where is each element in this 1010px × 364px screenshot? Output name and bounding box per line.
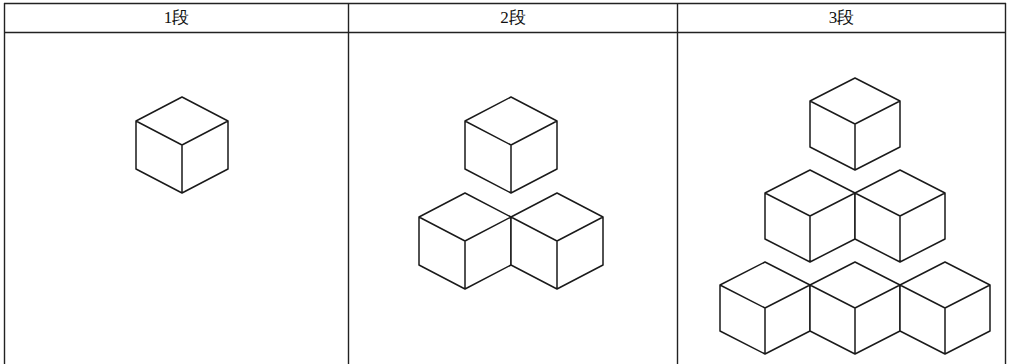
cube: [465, 97, 557, 193]
column-header: 1段: [5, 4, 348, 32]
table-grid: [4, 3, 1006, 364]
cube: [765, 170, 855, 262]
cube: [419, 193, 511, 289]
cube: [720, 262, 810, 354]
column-header: 3段: [678, 4, 1005, 32]
cube-group: [136, 78, 990, 354]
cube: [900, 262, 990, 354]
column-header: 2段: [349, 4, 677, 32]
cube: [810, 78, 900, 170]
cube: [136, 97, 228, 193]
cube: [810, 262, 900, 354]
cube: [511, 193, 603, 289]
cube: [855, 170, 945, 262]
